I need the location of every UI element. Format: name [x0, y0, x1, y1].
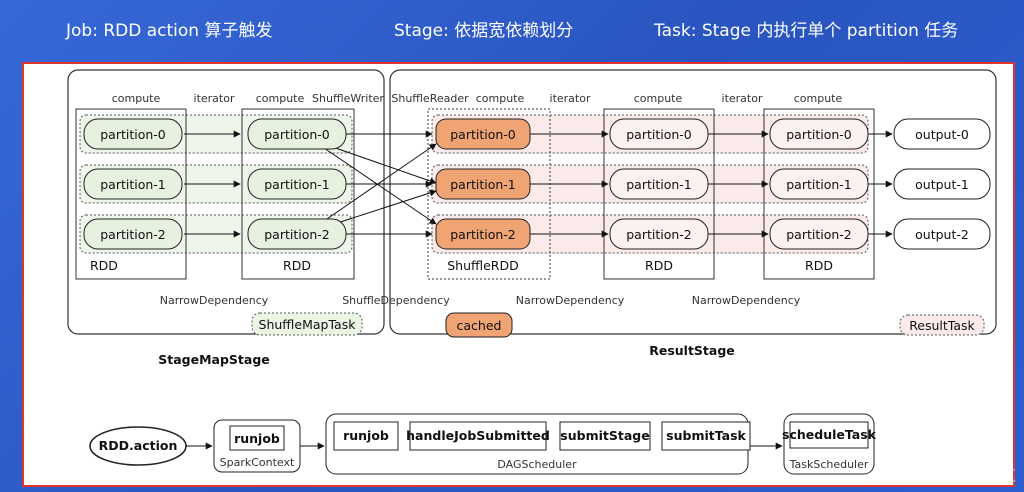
rdd-1-frame — [75, 108, 187, 280]
stage-map-stage-box — [67, 69, 385, 335]
result-iterator-1-label: iterator — [550, 92, 591, 105]
rdd-action-node: RDD.action — [89, 426, 187, 466]
dag-scheduler-submit-stage: submitStage — [560, 428, 649, 443]
rdd-4-partition-2: partition-2 — [786, 227, 852, 242]
rdd-3-partition-2: partition-2 — [626, 227, 692, 242]
rdd-1-partition: partition-1 — [83, 168, 183, 200]
shuffle-rdd-compute-label: compute — [476, 92, 525, 105]
diagram-panel: compute iterator compute ShuffleWriter S… — [22, 62, 1015, 487]
rdd-2-label: RDD — [283, 258, 311, 273]
narrow-dependency-label-2: NarrowDependency — [516, 294, 625, 307]
shuffle-rdd-frame — [427, 108, 551, 280]
spark-context-box: runjob SparkContext — [213, 419, 301, 473]
rdd-4-label: RDD — [805, 258, 833, 273]
rdd-2-frame — [241, 108, 355, 280]
shuffle-dependency-label: ShuffleDependency — [342, 294, 450, 307]
rdd-action-label: RDD.action — [99, 438, 178, 453]
rdd-3-partition: partition-2 — [609, 218, 709, 250]
dag-scheduler-box: runjob handleJobSubmitted submitStage su… — [325, 413, 751, 475]
rdd-3-label: RDD — [645, 258, 673, 273]
shuffle-rdd-partition: partition-0 — [435, 118, 531, 150]
rdd-4-partition-0: partition-0 — [786, 127, 852, 142]
rdd-4-partition: partition-2 — [769, 218, 869, 250]
output-box: output-2 — [893, 218, 991, 250]
stage-map-stage-title: StageMapStage — [158, 352, 270, 367]
rdd-3-partition-1: partition-1 — [626, 177, 692, 192]
cached-badge: cached — [445, 312, 513, 338]
rdd-2-partition: partition-1 — [247, 168, 347, 200]
rdd-1-label: RDD — [90, 258, 118, 273]
output-1: output-1 — [915, 177, 969, 192]
output-box: output-0 — [893, 118, 991, 150]
diagram-canvas: compute iterator compute ShuffleWriter S… — [67, 69, 997, 475]
shuffle-reader-label: ShuffleReader — [391, 92, 469, 105]
output-0: output-0 — [915, 127, 969, 142]
rdd-1-partition-2: partition-2 — [100, 227, 166, 242]
watermark: @稀土掘金技术社区 — [890, 469, 1016, 485]
rdd-3-partition: partition-0 — [609, 118, 709, 150]
rdd-2-partition-2: partition-2 — [264, 227, 330, 242]
shuffle-map-task-badge: ShuffleMapTask — [251, 312, 363, 336]
rdd-2-partition-0: partition-0 — [264, 127, 330, 142]
shuffle-map-task-label: ShuffleMapTask — [259, 317, 357, 332]
rdd-1-partition-1: partition-1 — [100, 177, 166, 192]
shuffle-rdd-partition-1: partition-1 — [450, 177, 516, 192]
rdd-1-partition: partition-2 — [83, 218, 183, 250]
stage-map-iterator-label: iterator — [194, 92, 235, 105]
rdd-3-partition: partition-1 — [609, 168, 709, 200]
task-scheduler-schedule-task: scheduleTask — [782, 427, 877, 442]
header-task: Task: Stage 内执行单个 partition 任务 — [654, 21, 959, 41]
rdd-4-compute-label: compute — [794, 92, 843, 105]
dag-scheduler-label: DAGScheduler — [497, 458, 577, 471]
rdd-4-partition-1: partition-1 — [786, 177, 852, 192]
dag-scheduler-submit-task: submitTask — [666, 428, 746, 443]
shuffle-rdd-label: ShuffleRDD — [447, 258, 519, 273]
rdd-3-compute-label: compute — [634, 92, 683, 105]
result-stage-title: ResultStage — [649, 343, 735, 358]
output-2: output-2 — [915, 227, 969, 242]
dag-scheduler-runjob: runjob — [343, 428, 389, 443]
task-scheduler-label: TaskScheduler — [789, 458, 869, 471]
rdd-1-partition: partition-0 — [83, 118, 183, 150]
rdd-4-partition: partition-0 — [769, 118, 869, 150]
rdd-2-partition-1: partition-1 — [264, 177, 330, 192]
output-box: output-1 — [893, 168, 991, 200]
narrow-dependency-label: NarrowDependency — [160, 294, 269, 307]
rdd-2-partition: partition-0 — [247, 118, 347, 150]
rdd-3-frame — [603, 108, 715, 280]
result-task-label: ResultTask — [909, 318, 975, 333]
rdd-3-partition-0: partition-0 — [626, 127, 692, 142]
rdd-4-frame — [763, 108, 875, 280]
rdd-1-partition-0: partition-0 — [100, 127, 166, 142]
narrow-dependency-label-3: NarrowDependency — [692, 294, 801, 307]
shuffle-rdd-partition: partition-1 — [435, 168, 531, 200]
result-iterator-2-label: iterator — [722, 92, 763, 105]
cached-label: cached — [457, 318, 502, 333]
rdd-4-partition: partition-1 — [769, 168, 869, 200]
shuffle-rdd-partition-0: partition-0 — [450, 127, 516, 142]
rdd-2-compute-label: compute — [256, 92, 305, 105]
result-task-badge: ResultTask — [899, 314, 985, 336]
task-scheduler-box: scheduleTask TaskScheduler — [782, 413, 877, 475]
shuffle-writer-label: ShuffleWriter — [312, 92, 384, 105]
header-job: Job: RDD action 算子触发 — [66, 21, 273, 41]
rdd-2-partition: partition-2 — [247, 218, 347, 250]
spark-context-runjob: runjob — [234, 431, 280, 446]
rdd-1-compute-label: compute — [112, 92, 161, 105]
header-stage: Stage: 依据宽依赖划分 — [394, 21, 574, 41]
shuffle-rdd-partition-2: partition-2 — [450, 227, 516, 242]
shuffle-rdd-partition: partition-2 — [435, 218, 531, 250]
spark-context-label: SparkContext — [220, 456, 295, 469]
result-stage-box — [389, 69, 997, 335]
dag-scheduler-handle-job-submitted: handleJobSubmitted — [406, 428, 550, 443]
